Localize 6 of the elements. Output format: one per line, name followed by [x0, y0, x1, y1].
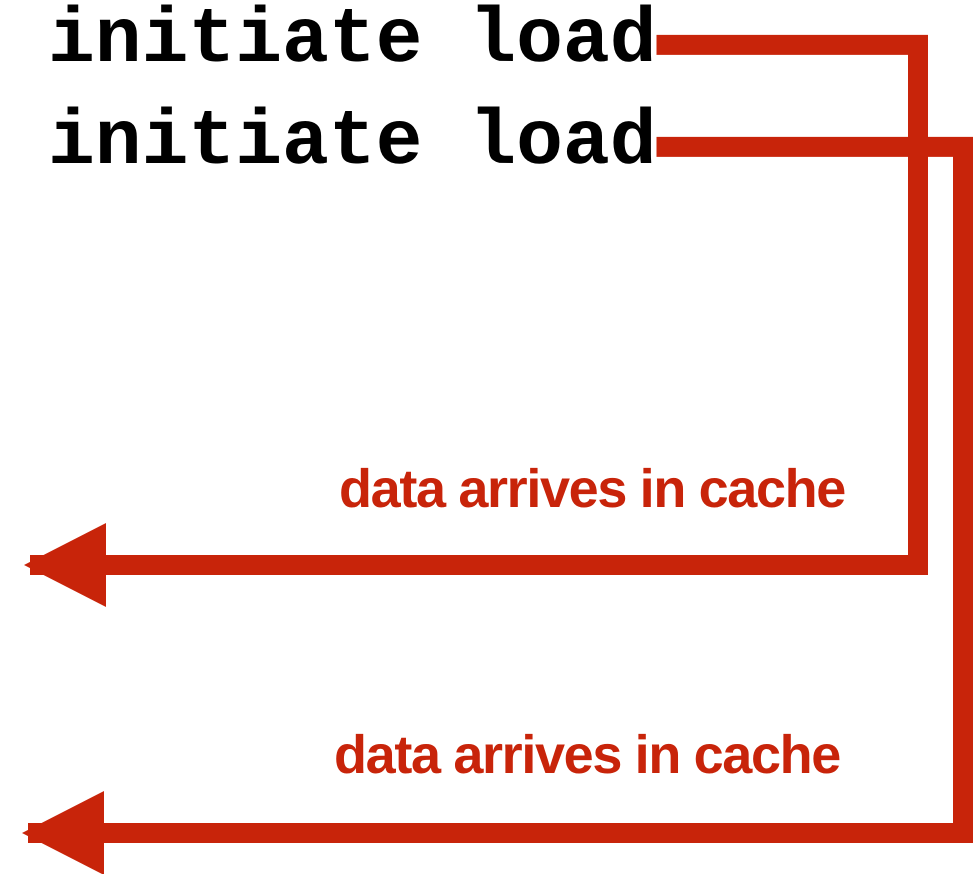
edge-label: data arrives in cache	[334, 728, 840, 782]
arrow	[24, 34, 928, 607]
edge-label: data arrives in cache	[339, 462, 845, 516]
code-text: initiate load	[48, 104, 656, 182]
arrow	[22, 136, 973, 874]
code-text: initiate load	[48, 2, 656, 80]
